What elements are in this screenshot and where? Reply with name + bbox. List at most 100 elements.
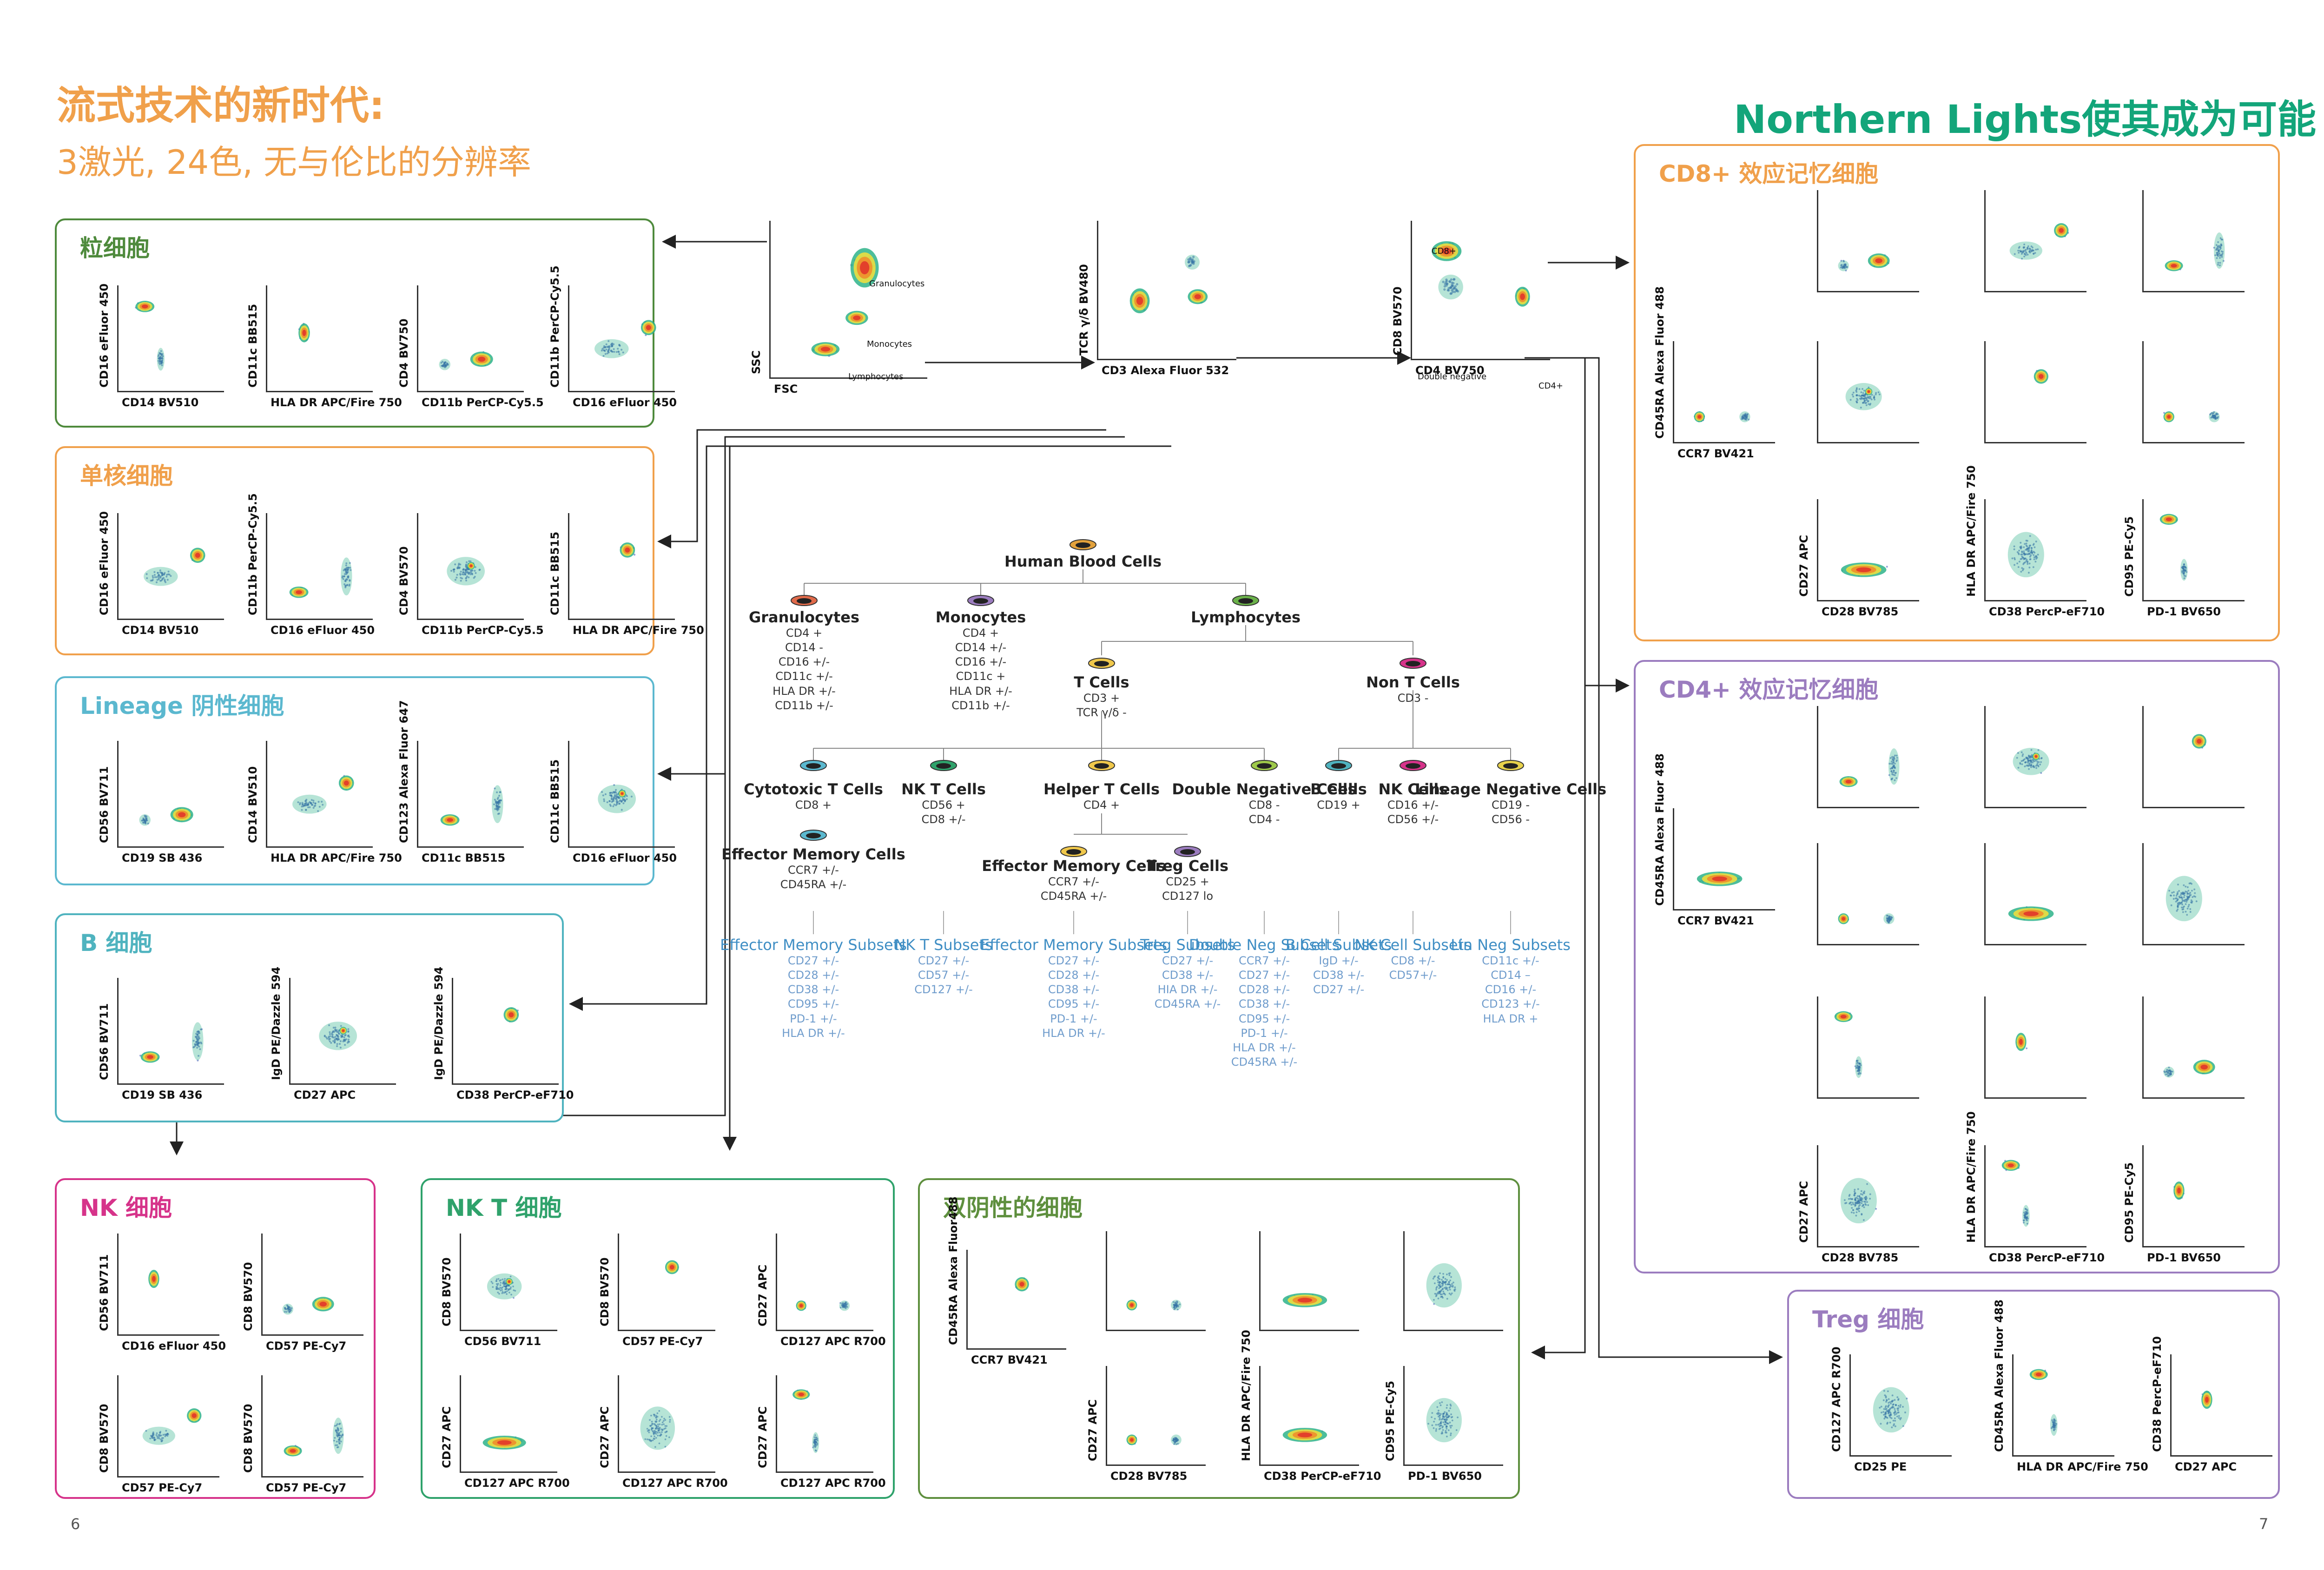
cd4-plot: [1673, 808, 1775, 910]
tree-node-marker: HLA DR +/-: [1042, 1026, 1105, 1040]
y-axis-label: HLA DR APC/Fire 750: [1240, 1330, 1253, 1461]
treg-plot: [2170, 1354, 2272, 1457]
x-axis-label: CD38 PercP-eF710: [1989, 605, 2105, 618]
cell-icon: [967, 595, 994, 606]
y-axis-label: CD38 PercP-eF710: [2151, 1336, 2164, 1452]
gating-plot-cd3: [1097, 221, 1236, 360]
granulocytes-plot: [417, 285, 524, 392]
density-dots: [796, 1300, 850, 1311]
density-dots: [665, 1260, 679, 1274]
tree-node-marker: CD4 -: [1248, 812, 1280, 826]
cell-icon: [1251, 760, 1278, 771]
connector-line: [1074, 813, 1188, 835]
cd4-plot: [1817, 843, 1919, 945]
cell-icon: [1325, 760, 1352, 771]
cd8-panel-title: CD8+ 效应记忆细胞: [1659, 160, 1879, 187]
y-axis-label: CD8 BV570: [1391, 286, 1404, 356]
tree-node-name: Helper T Cells: [1043, 780, 1160, 798]
tree-node-marker: CD127 +/-: [914, 983, 973, 996]
density-dots: [594, 320, 656, 358]
density-dots: [1838, 913, 1895, 924]
tree-node-marker: CD16 +/-: [1387, 798, 1439, 811]
density-dots: [792, 1389, 819, 1453]
cell-icon: [1070, 539, 1096, 550]
gate-label: Double negative: [1418, 372, 1487, 382]
tree-node-marker: HLA DR +/-: [949, 684, 1012, 698]
cd4-plot: [2142, 1145, 2245, 1247]
x-axis-label: CD16 eFluor 450: [271, 624, 375, 637]
tree-node-name: Granulocytes: [748, 608, 860, 626]
density-dots: [2165, 232, 2225, 271]
density-dots: [1426, 1263, 1462, 1308]
density-dots: [1126, 1300, 1182, 1311]
dn-plot: [1403, 1231, 1503, 1331]
x-axis-label: CD127 APC R700: [780, 1477, 886, 1490]
cd4-plot: [1984, 843, 2086, 945]
gating-plot-scatter: [769, 221, 927, 379]
cell-icon: [800, 760, 827, 771]
cd4-panel-title: CD4+ 效应记忆细胞: [1659, 676, 1879, 703]
density-dots: [292, 775, 354, 814]
tree-node-marker: HLA DR +/-: [1233, 1041, 1296, 1054]
bcells-plot: [289, 978, 396, 1085]
density-dots: [2034, 369, 2048, 384]
x-axis-label: CD28 BV785: [1822, 605, 1899, 618]
x-axis-label: CCR7 BV421: [971, 1353, 1048, 1366]
y-axis-label: CD95 PE-Cy5: [2123, 516, 2136, 597]
x-axis-label: FSC: [774, 383, 798, 396]
y-axis-label: CD27 APC: [1797, 534, 1810, 597]
y-axis-label: CD8 BV570: [98, 1404, 111, 1473]
tree-node-marker: CD3 -: [1397, 691, 1429, 705]
cd8-plot: [2142, 499, 2245, 601]
cd4-plot: [1817, 1145, 1919, 1247]
dn-plot: [966, 1250, 1066, 1350]
density-dots: [1015, 1277, 1029, 1292]
tree-node-marker: CD28 +/-: [787, 968, 839, 982]
y-axis-label: CD11b PerCP-Cy5.5: [246, 493, 259, 615]
x-axis-label: HLA DR APC/Fire 750: [271, 396, 402, 409]
tree-node-marker: PD-1 +/-: [1241, 1026, 1288, 1040]
tree-node-name: Monocytes: [935, 608, 1026, 626]
y-axis-label: CD11b PerCP-Cy5.5: [548, 265, 561, 388]
tree-node-lymphocytes: Lymphocytes: [1191, 609, 1301, 626]
density-dots: [1845, 383, 1882, 410]
tree-node-marker: CD3 +: [1083, 691, 1120, 705]
density-dots: [2007, 532, 2044, 578]
y-axis-label: CD27 APC: [756, 1264, 769, 1326]
density-dots: [1426, 1398, 1462, 1443]
tree-node-marker: HIA DR +/-: [1157, 983, 1218, 996]
y-axis-label: CD14 BV510: [246, 766, 259, 843]
nk-plot: [261, 1234, 363, 1336]
treg-panel-title: Treg 细胞: [1812, 1306, 1924, 1333]
tree-node-marker: CD4 +: [786, 626, 823, 640]
tree-node-marker: CCR7 +/-: [1239, 954, 1290, 967]
cd4-plot: [1984, 996, 2086, 1099]
density-dots: [482, 1435, 526, 1450]
density-dots: [1839, 748, 1900, 787]
tree-node-marker: CD25 +: [1166, 875, 1209, 888]
tree-node-marker: CD38 +/-: [1162, 968, 1214, 982]
density-dots: [135, 301, 165, 371]
lineage-plot: [266, 741, 373, 848]
density-dots: [1282, 1428, 1327, 1442]
y-axis-label: TCR γ/δ BV480: [1077, 264, 1090, 356]
x-axis-label: CD27 APC: [2175, 1460, 2237, 1473]
x-axis-label: CD57 PE-Cy7: [122, 1481, 203, 1494]
y-axis-label: CD95 PE-Cy5: [2123, 1162, 2136, 1243]
density-dots: [1694, 411, 1750, 422]
x-axis-label: CD127 APC R700: [464, 1477, 570, 1490]
dn-plot: [1106, 1231, 1206, 1331]
x-axis-label: PD-1 BV650: [1408, 1470, 1482, 1483]
granulocytes-panel-title: 粒细胞: [80, 235, 150, 262]
density-dots: [2166, 876, 2202, 922]
